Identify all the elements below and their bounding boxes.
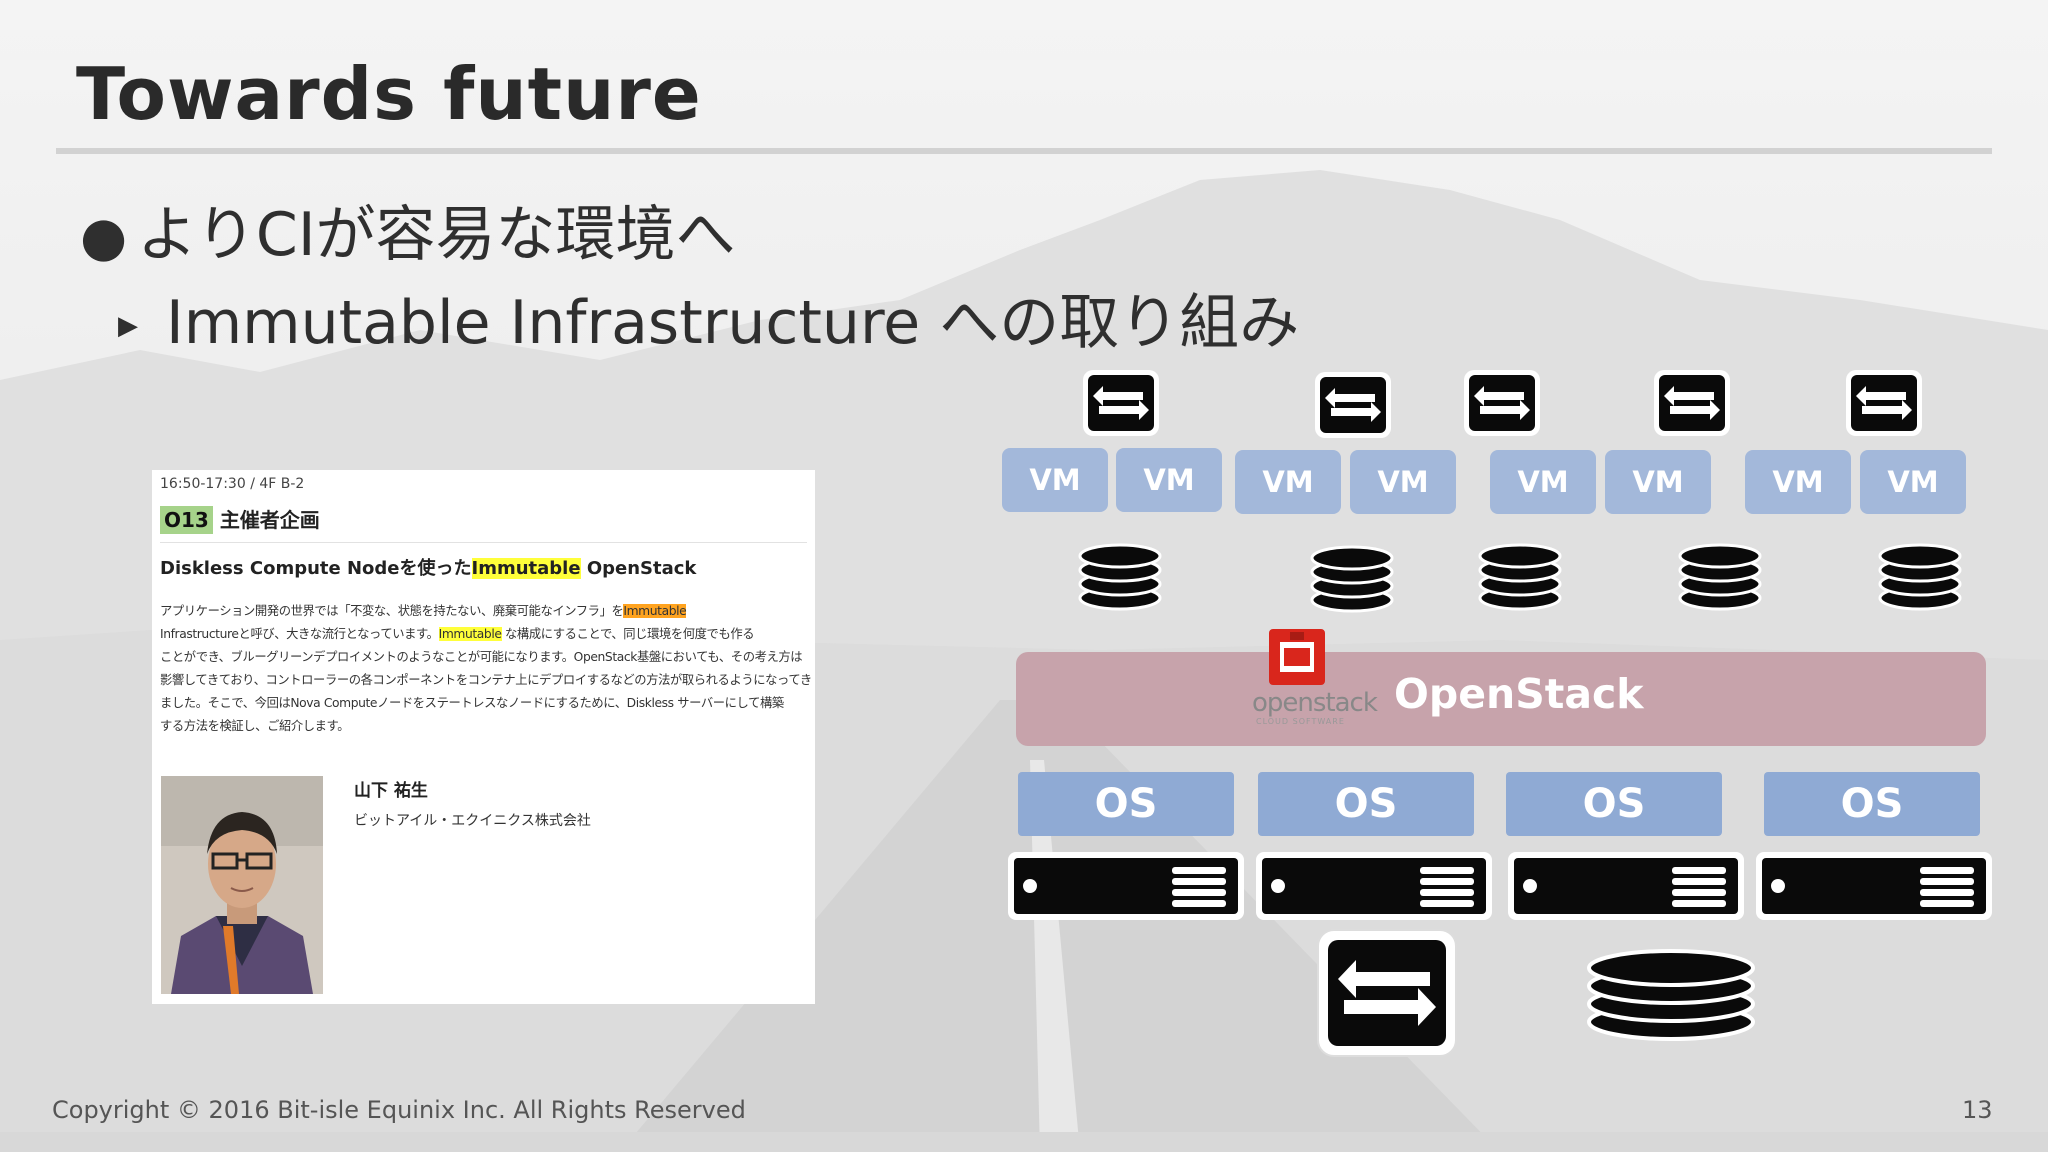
os-box: OS	[1764, 772, 1980, 836]
switch-icon	[1846, 370, 1922, 436]
session-header: O13 主催者企画	[160, 504, 320, 534]
os-box: OS	[1258, 772, 1474, 836]
server-icon	[1256, 852, 1492, 920]
session-title-highlight: Immutable	[471, 558, 581, 579]
os-box: OS	[1018, 772, 1234, 836]
server-icon	[1508, 852, 1744, 920]
switch-icon	[1464, 370, 1540, 436]
vm-box: VM	[1605, 450, 1711, 514]
abstract-line: 影響してきており、コントローラーの各コンポーネントをコンテナ上にデプロイするなど…	[160, 673, 812, 687]
session-card: 16:50-17:30 / 4F B-2 O13 主催者企画 Diskless …	[152, 470, 815, 1004]
session-kind: 主催者企画	[219, 508, 320, 532]
abstract-line: ました。そこで、今回はNova Computeノードをステートレスなノードにする…	[160, 696, 784, 710]
bullet-level1-text: よりCIが容易な環境へ	[137, 200, 736, 270]
abstract-highlight: Immutable	[438, 627, 502, 641]
storage-icon	[1678, 543, 1762, 611]
openstack-logo-text: openstack	[1252, 688, 1378, 718]
storage-icon	[1078, 543, 1162, 611]
storage-icon	[1587, 949, 1755, 1041]
speaker-name: 山下 祐生	[354, 781, 428, 801]
abstract-line: アプリケーション開発の世界では「不変な、状態を持たない、廃棄可能なインフラ」をI…	[160, 600, 810, 623]
storage-icon	[1310, 545, 1394, 613]
openstack-logo	[1269, 629, 1325, 685]
session-abstract: アプリケーション開発の世界では「不変な、状態を持たない、廃棄可能なインフラ」をI…	[160, 600, 812, 738]
switch-icon	[1083, 370, 1159, 436]
storage-icon	[1878, 543, 1962, 611]
storage-icon	[1478, 543, 1562, 611]
abstract-text: アプリケーション開発の世界では「不変な、状態を持たない、廃棄可能なインフラ」を	[160, 604, 624, 618]
vm-box: VM	[1490, 450, 1596, 514]
vm-box: VM	[1235, 450, 1341, 514]
vm-box: VM	[1860, 450, 1966, 514]
openstack-layer-label: OpenStack	[1394, 670, 1644, 718]
abstract-text: な構成にすることで、同じ環境を何度でも作る	[501, 627, 755, 641]
server-icon	[1756, 852, 1992, 920]
speaker-photo	[161, 776, 323, 994]
openstack-layer	[1016, 652, 1986, 746]
session-title-post: OpenStack	[580, 558, 697, 579]
session-title: Diskless Compute Nodeを使ったImmutable OpenS…	[160, 554, 696, 580]
abstract-line: ことができ、ブルーグリーンデプロイメントのようなことが可能になります。OpenS…	[160, 650, 803, 664]
copyright-footer: Copyright © 2016 Bit-isle Equinix Inc. A…	[52, 1096, 746, 1124]
switch-icon	[1654, 370, 1730, 436]
switch-icon	[1315, 372, 1391, 438]
session-time: 16:50-17:30 / 4F B-2	[160, 476, 305, 492]
abstract-line: する方法を検証し、ご紹介します。	[160, 719, 350, 733]
bullet-triangle-icon: ▶	[118, 311, 138, 342]
session-code-badge: O13	[160, 506, 213, 534]
switch-icon	[1317, 929, 1457, 1057]
title-divider	[56, 148, 1992, 154]
server-icon	[1008, 852, 1244, 920]
abstract-line: Infrastructureと呼び、大きな流行となっています。Immutable…	[160, 623, 810, 646]
session-title-pre: Diskless Compute Nodeを使った	[160, 558, 472, 579]
openstack-logo-subtext: CLOUD SOFTWARE	[1256, 717, 1345, 726]
os-box: OS	[1506, 772, 1722, 836]
card-divider	[160, 542, 807, 543]
vm-box: VM	[1350, 450, 1456, 514]
speaker-company: ビットアイル・エクイニクス株式会社	[354, 813, 591, 829]
bullet-dot-icon: ●	[80, 205, 128, 268]
bullet-level2: ▶ Immutable Infrastructure への取り組み	[118, 274, 1299, 361]
vm-box: VM	[1745, 450, 1851, 514]
vm-box: VM	[1002, 448, 1108, 512]
abstract-text: Infrastructureと呼び、大きな流行となっています。	[160, 627, 439, 641]
bullet-level2-text: Immutable Infrastructure への取り組み	[166, 288, 1300, 358]
slide-title: Towards future	[76, 52, 702, 136]
bullet-level1: ●よりCIが容易な環境へ	[80, 186, 736, 273]
page-number: 13	[1962, 1096, 1993, 1124]
abstract-highlight: Immutable	[623, 604, 687, 618]
vm-box: VM	[1116, 448, 1222, 512]
